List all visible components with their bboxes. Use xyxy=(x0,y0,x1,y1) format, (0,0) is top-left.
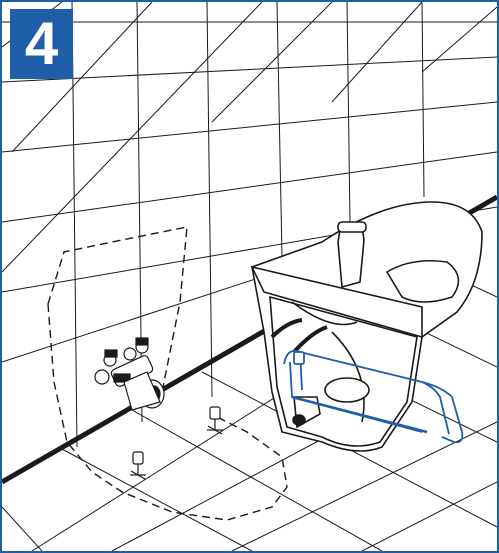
hacksaw xyxy=(283,349,464,444)
step-number-badge: 4 xyxy=(10,9,73,79)
bidet xyxy=(250,201,483,452)
angle-valves xyxy=(94,337,165,411)
floor-anchors xyxy=(130,406,223,480)
mounting-outline xyxy=(47,226,288,521)
